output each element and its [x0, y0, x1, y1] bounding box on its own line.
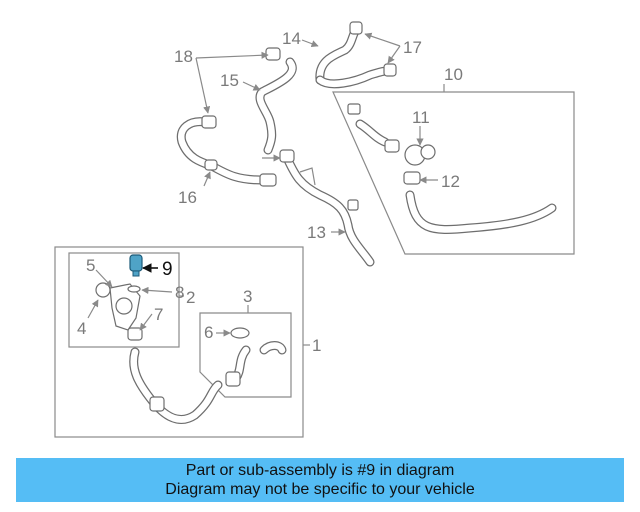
- info-banner: Part or sub-assembly is #9 in diagram Di…: [16, 458, 624, 502]
- callout-17: 17: [403, 38, 422, 57]
- callout-16: 16: [178, 188, 197, 207]
- hose-clamp-17a: [349, 21, 363, 35]
- hose-clamp-18b: [201, 115, 217, 129]
- callout-4: 4: [77, 319, 86, 338]
- callout-9: 9: [162, 259, 173, 280]
- callout-11: 11: [412, 108, 430, 127]
- callout-6: 6: [204, 323, 213, 342]
- callout-18: 18: [174, 47, 193, 66]
- callout-14: 14: [282, 29, 301, 48]
- callout-2: 2: [186, 288, 195, 307]
- callout-10: 10: [444, 65, 463, 84]
- callout-7: 7: [154, 305, 163, 324]
- hose-clamp-17b: [383, 63, 397, 77]
- hose-connector-16: [259, 173, 277, 187]
- callout-8: 8: [175, 283, 184, 302]
- parts-diagram: 18 14 17 15 10 11 12 16 13 5 9 8 2 3 7 4…: [54, 21, 575, 438]
- banner-line-2: Diagram may not be specific to your vehi…: [165, 481, 475, 498]
- callout-15: 15: [220, 71, 239, 90]
- assembly-box-10: [332, 91, 575, 255]
- hose-bracket-13: [347, 199, 359, 211]
- banner-line-1: Part or sub-assembly is #9 in diagram: [185, 462, 455, 479]
- upper-leader-lines: [195, 32, 401, 236]
- callout-labels: 18 14 17 15 10 11 12 16 13 5 9 8 2 3 7 4…: [77, 29, 463, 355]
- box-10-parts: [347, 103, 557, 234]
- assembly-box-1: [54, 246, 304, 438]
- hose-clamp-19: [279, 149, 295, 163]
- callout-13: 13: [307, 223, 326, 242]
- part-9-sensor: [129, 254, 143, 277]
- upper-hose-group: [176, 21, 397, 267]
- hose-clamp-16: [204, 159, 218, 171]
- lower-parts: [95, 254, 287, 424]
- callout-1: 1: [312, 336, 321, 355]
- hose-clamp-18a: [265, 47, 281, 61]
- assembly-box-3: [199, 312, 292, 398]
- callout-3: 3: [243, 287, 252, 306]
- assembly-box-2: [68, 252, 180, 348]
- callout-12: 12: [441, 172, 460, 191]
- callout-5: 5: [86, 256, 95, 275]
- lower-leader-lines: [87, 263, 231, 337]
